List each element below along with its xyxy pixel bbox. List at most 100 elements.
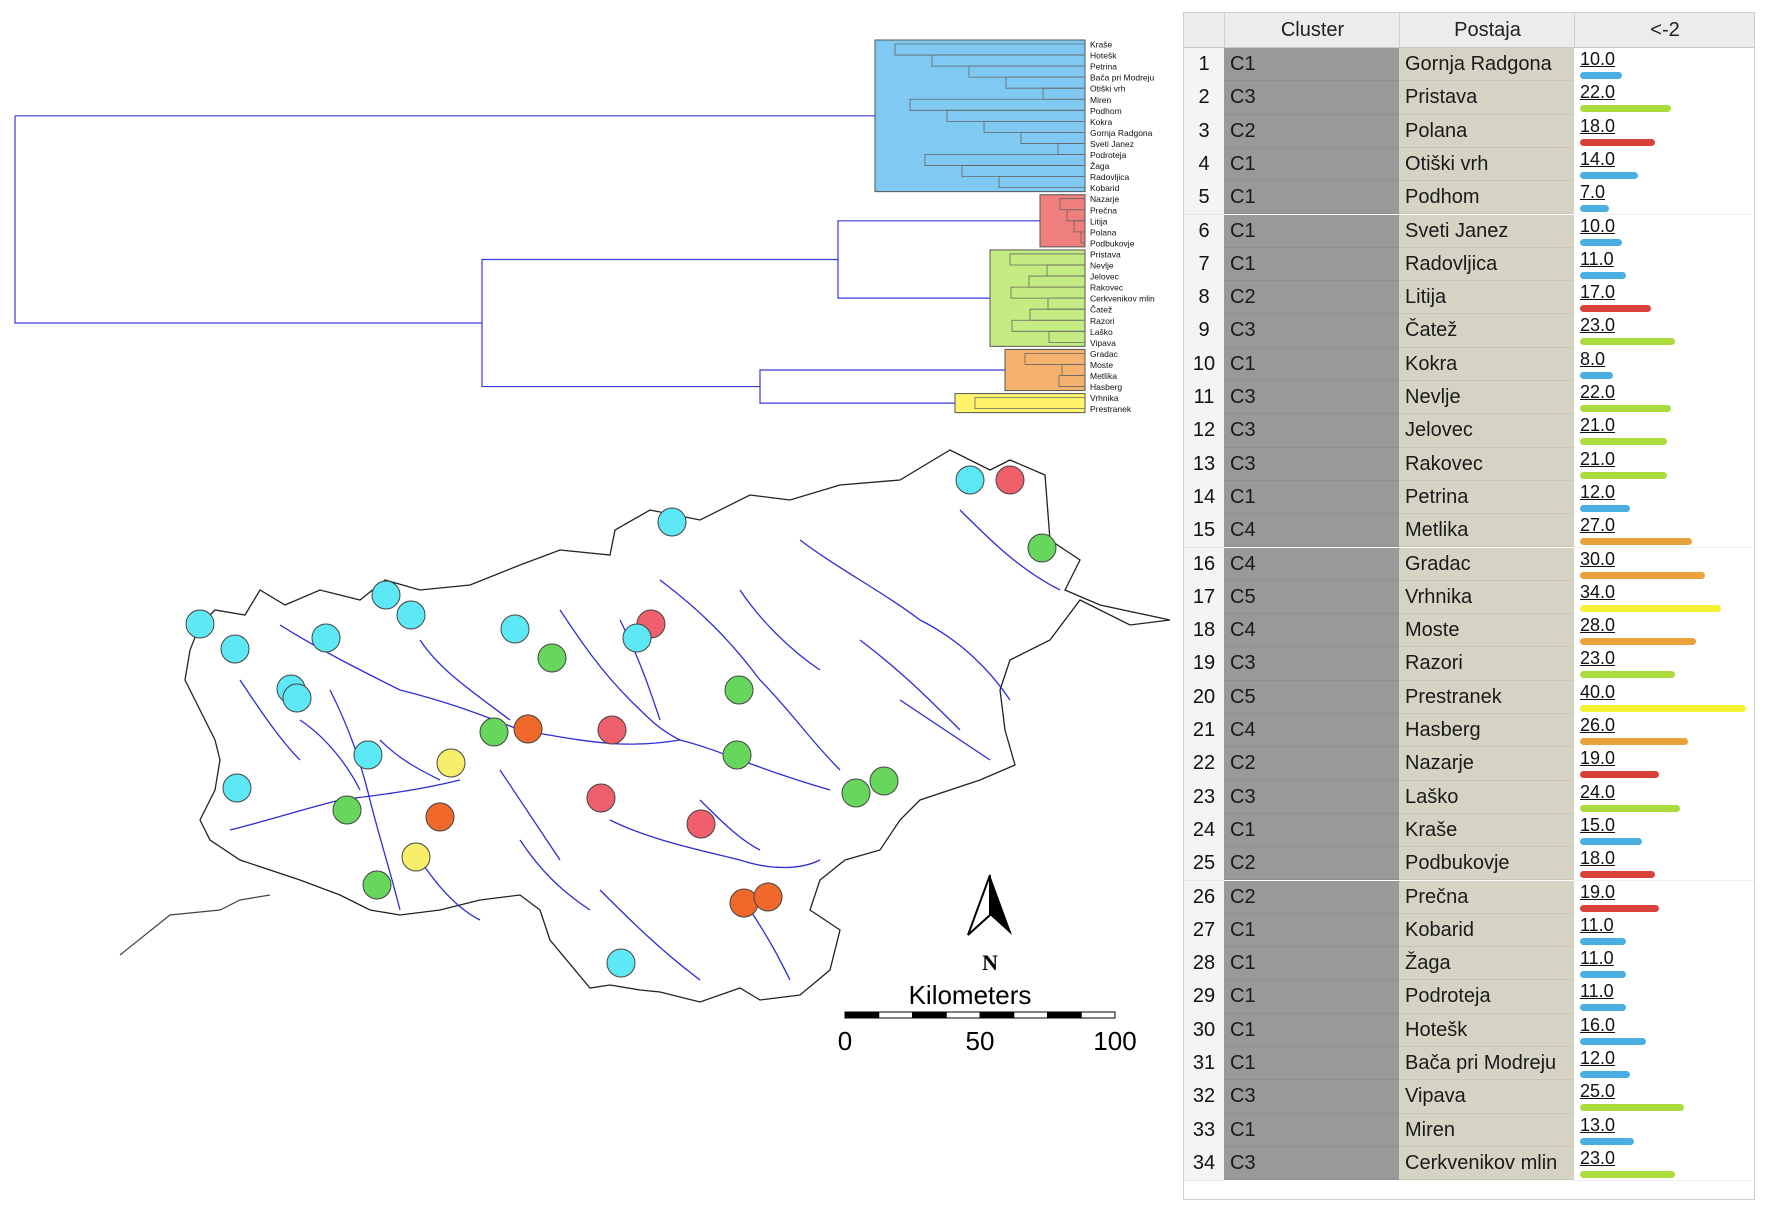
scale-tick-50: 50 <box>966 1026 995 1056</box>
header-postaja[interactable]: Postaja <box>1399 13 1575 47</box>
row-value-bar <box>1580 738 1688 745</box>
station-marker-c1[interactable] <box>353 740 383 770</box>
row-value-cell: 22.0 <box>1574 381 1754 416</box>
station-marker-c1[interactable] <box>220 634 250 664</box>
row-value-cell: 14.0 <box>1574 147 1754 183</box>
station-marker-c4[interactable] <box>753 882 783 912</box>
row-cluster: C4 <box>1224 514 1399 548</box>
dendrogram-leaf-label: Kobarid <box>1090 183 1120 193</box>
station-marker-c3[interactable] <box>722 740 752 770</box>
station-marker-c3[interactable] <box>537 643 567 673</box>
station-marker-c3[interactable] <box>1027 533 1057 563</box>
row-station: Metlika <box>1399 514 1574 548</box>
station-marker-c3[interactable] <box>869 766 899 796</box>
station-marker-c1[interactable] <box>282 683 312 713</box>
row-station: Sveti Janez <box>1399 214 1574 248</box>
row-station: Gornja Radgona <box>1399 48 1574 82</box>
dendrogram-cluster-c1 <box>874 39 1086 193</box>
row-index: 4 <box>1184 147 1224 183</box>
station-marker-c2[interactable] <box>995 465 1025 495</box>
row-station: Hotešk <box>1399 1013 1574 1047</box>
station-marker-c1[interactable] <box>396 600 426 630</box>
row-value: 16.0 <box>1580 1014 1616 1035</box>
row-value: 21.0 <box>1580 448 1616 469</box>
station-marker-c1[interactable] <box>500 614 530 644</box>
station-marker-c3[interactable] <box>332 795 362 825</box>
station-marker-c1[interactable] <box>606 948 636 978</box>
row-station: Žaga <box>1399 947 1574 981</box>
station-marker-c1[interactable] <box>622 623 652 653</box>
station-marker-c3[interactable] <box>724 675 754 705</box>
station-marker-c5[interactable] <box>401 842 431 872</box>
station-marker-c3[interactable] <box>479 717 509 747</box>
station-marker-c1[interactable] <box>185 609 215 639</box>
row-value-bar <box>1580 305 1651 313</box>
dendrogram-leaf-label: Rakovec <box>1090 283 1124 293</box>
row-value: 23.0 <box>1580 315 1616 336</box>
dendrogram-leaf-label: Laško <box>1090 327 1113 337</box>
station-marker-c2[interactable] <box>686 809 716 839</box>
row-index: 3 <box>1184 114 1224 149</box>
row-value-cell: 40.0 <box>1574 680 1754 715</box>
station-marker-c1[interactable] <box>371 580 401 610</box>
station-marker-c2[interactable] <box>586 783 616 813</box>
station-marker-c2[interactable] <box>597 715 627 745</box>
row-value-bar <box>1580 937 1626 945</box>
station-marker-c3[interactable] <box>841 778 871 808</box>
header-cluster[interactable]: Cluster <box>1224 13 1400 47</box>
row-index: 26 <box>1184 880 1224 915</box>
station-marker-c4[interactable] <box>425 802 455 832</box>
station-marker-c3[interactable] <box>362 870 392 900</box>
dendrogram-leaf-label: Podbukovje <box>1090 238 1135 248</box>
station-marker-c4[interactable] <box>729 888 759 918</box>
station-marker-c1[interactable] <box>657 507 687 537</box>
header-value[interactable]: <-2 <box>1574 13 1755 47</box>
row-station: Miren <box>1399 1113 1574 1147</box>
station-marker-c4[interactable] <box>513 714 543 744</box>
row-cluster: C2 <box>1224 747 1399 781</box>
river <box>739 589 821 671</box>
row-value-cell: 34.0 <box>1574 580 1754 616</box>
station-marker-c1[interactable] <box>222 773 252 803</box>
station-marker-c1[interactable] <box>955 465 985 495</box>
station-marker-c1[interactable] <box>311 623 341 653</box>
row-station: Litija <box>1399 281 1574 315</box>
station-marker-c5[interactable] <box>436 748 466 778</box>
row-cluster: C1 <box>1224 1013 1399 1047</box>
dendrogram-subbranch <box>1058 375 1085 387</box>
